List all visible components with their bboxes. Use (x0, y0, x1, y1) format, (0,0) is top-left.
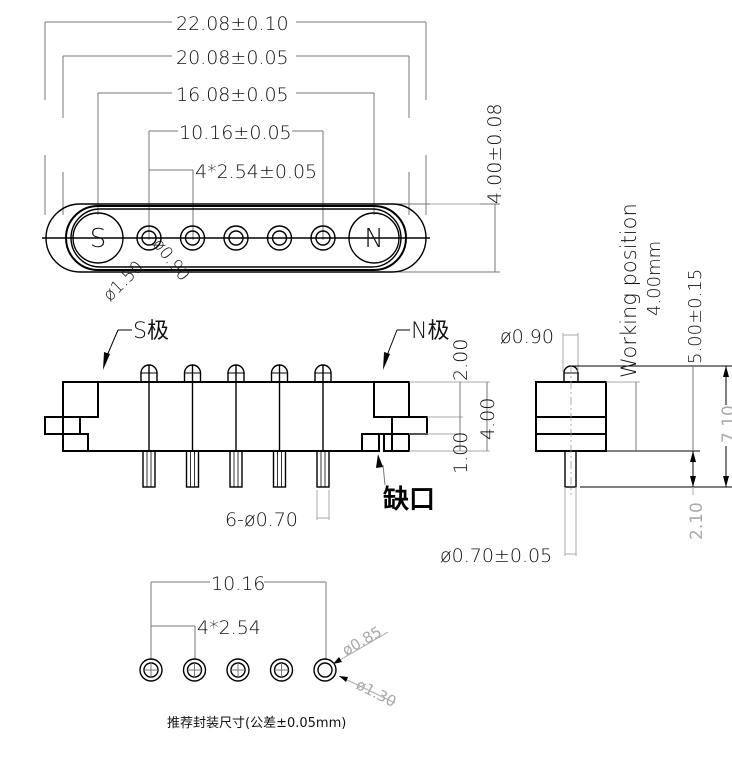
dim-body-length: 20.08±0.05 (62, 47, 410, 215)
footprint-outer-dia-label: ø1.30 (353, 676, 399, 711)
n-pole-magnet: N (348, 212, 400, 264)
footprint-span-label: 10.16 (211, 573, 265, 595)
dim-magnet-span-label: 16.08±0.05 (176, 84, 289, 106)
dim-bottom-label: 1.00 (450, 432, 472, 474)
tail-dia-label: ø0.70±0.05 (440, 545, 552, 567)
tail-dim-label: 2.10 (687, 502, 707, 540)
top-pin (223, 225, 249, 251)
dim-overall-length-label: 22.08±0.10 (176, 13, 289, 35)
right-step-lower (383, 433, 410, 452)
notch-callout: 缺口 (376, 454, 435, 515)
front-pin (314, 364, 332, 488)
dim-overall-length: 22.08±0.10 (44, 13, 427, 215)
tip-dia-label: ø0.90 (500, 326, 554, 348)
inner-housing-outline (65, 205, 407, 271)
right-step-upper (373, 381, 410, 418)
dim-height: 4.00±0.08 (380, 103, 506, 273)
height-dim-label: 5.00±0.15 (685, 269, 706, 364)
footprint-hole (139, 658, 163, 682)
s-pole-callout: S极 (103, 319, 169, 370)
s-pole-text: S极 (133, 319, 169, 344)
notch-edge (361, 433, 379, 451)
dim-body-length-label: 20.08±0.05 (176, 47, 289, 69)
top-pins (136, 225, 336, 251)
pin-dia-label: 6-ø0.70 (225, 509, 298, 531)
front-pins (140, 364, 332, 488)
dim-pin-span: 10.16±0.05 (148, 122, 324, 240)
dim-magnet-span: 16.08±0.05 (97, 84, 375, 215)
pin-tail (564, 450, 577, 488)
s-pole-label: S (90, 224, 107, 254)
n-pole-label: N (364, 224, 383, 254)
top-pin (310, 225, 336, 251)
footprint-hole (269, 658, 294, 682)
dim-footprint-span: 10.16 (150, 573, 327, 660)
footprint-hole (182, 658, 207, 682)
dim-tail-dia: ø0.70±0.05 (440, 487, 577, 567)
inner-housing-outline-2 (70, 208, 402, 268)
side-view: ø0.90 ø0.70±0.05 Working position 4.00mm… (440, 203, 732, 567)
top-pin (136, 225, 162, 251)
footprint-caption: 推荐封装尺寸(公差±0.05mm) (167, 716, 346, 731)
n-pole-callout: N极 (383, 319, 449, 370)
left-step-lower (62, 433, 89, 452)
front-pin (140, 364, 158, 488)
front-pin (227, 364, 245, 488)
right-tab (391, 416, 428, 435)
dim-mid-label: 4.00 (477, 398, 499, 440)
front-view: S极 N极 2.00 4.00 (44, 319, 499, 531)
n-pole-text: N极 (411, 319, 449, 344)
front-pin (270, 364, 289, 488)
dim-pitch: 4*2.54±0.05 (149, 161, 317, 240)
top-view: 22.08±0.10 20.08±0.05 16.08±0.05 10.16± (42, 13, 506, 306)
footprint-hole (226, 658, 250, 682)
working-position-title: Working position (617, 203, 641, 378)
outer-housing-outline (45, 203, 427, 273)
footprint-hole (313, 658, 337, 682)
pin-outer-dia-label: ø1.50 (99, 257, 147, 305)
dim-pin-span-label: 10.16±0.05 (179, 122, 292, 144)
total-dim-label: 7.10 (719, 405, 732, 443)
dim-height-label: 4.00±0.08 (484, 103, 506, 204)
top-pin (179, 225, 206, 251)
left-step-upper (62, 381, 99, 418)
dim-front-vertical: 2.00 4.00 1.00 (409, 339, 499, 474)
footprint-pitch-label: 4*2.54 (197, 617, 261, 639)
dim-pitch-label: 4*2.54±0.05 (195, 161, 317, 183)
dim-footprint-pitch: 4*2.54 (151, 617, 261, 660)
footprint-view: 10.16 4*2.54 ø0.85 ø1.30 推荐封装尺寸(公差±0.05m… (139, 573, 399, 731)
dim-tip-dia: ø0.90 (500, 326, 579, 372)
dim-pin-dia: 6-ø0.70 (225, 490, 330, 531)
dim-top-label: 2.00 (450, 339, 472, 381)
footprint-inner-dia-label: ø0.85 (339, 623, 385, 660)
top-pin (266, 225, 293, 251)
footprint-holes (139, 658, 337, 682)
notch-label: 缺口 (383, 485, 435, 515)
front-pin (183, 364, 202, 488)
s-pole-magnet: S (72, 212, 124, 264)
working-position-value: 4.00mm (644, 241, 665, 316)
